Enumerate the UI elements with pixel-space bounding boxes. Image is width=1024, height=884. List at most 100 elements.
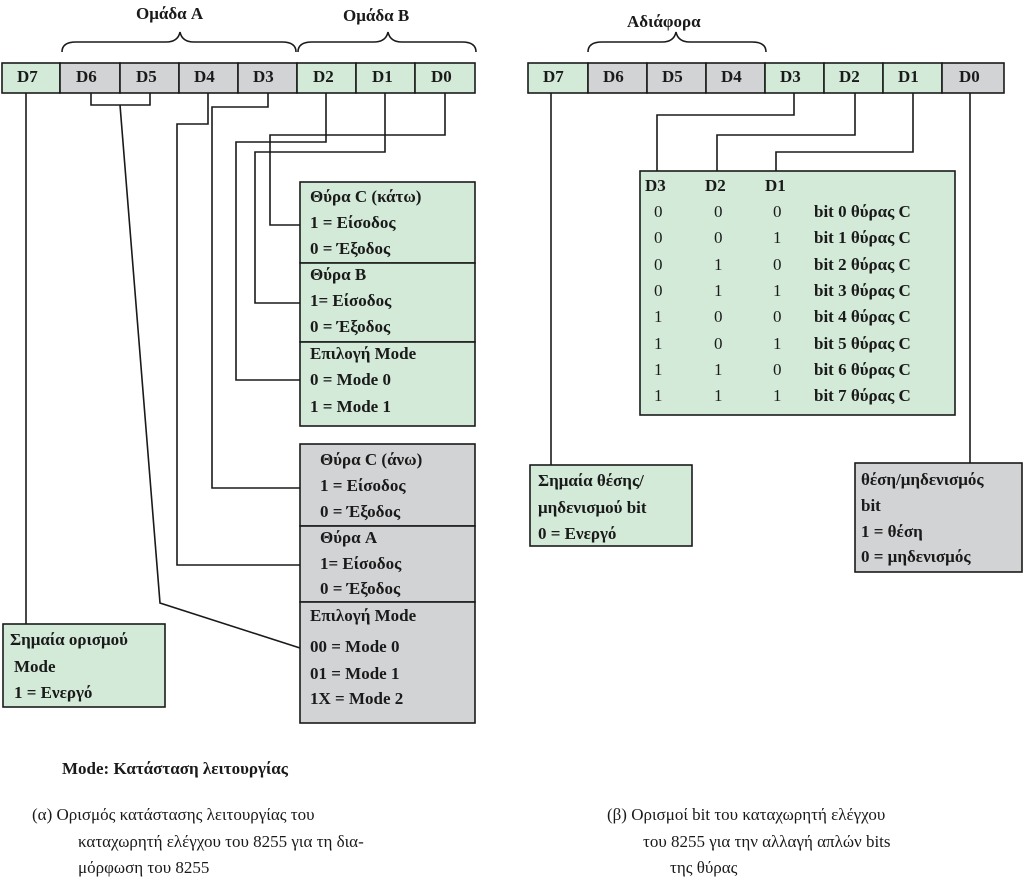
table-cell-description: bit 3 θύρας C bbox=[814, 281, 911, 300]
table-cell-value: 1 bbox=[714, 386, 723, 405]
d2-to-mode-b-line bbox=[235, 93, 327, 381]
d3-to-port-c-upper-line bbox=[211, 93, 300, 489]
right-caption-line3: της θύρας bbox=[670, 858, 738, 877]
left-bit-d6-cell bbox=[59, 62, 121, 94]
right-bit-d1-cell bbox=[882, 62, 943, 94]
left-bit-label: D0 bbox=[431, 67, 452, 86]
port-c-lower-line1: 1 = Είσοδος bbox=[310, 213, 396, 232]
mode-flag-line1: Σημαία ορισμού bbox=[10, 630, 128, 649]
right-bit-d5-cell bbox=[646, 62, 707, 94]
left-caption-line3: μόρφωση του 8255 bbox=[78, 858, 210, 877]
set-reset-flag-line2: μηδενισμού bit bbox=[538, 498, 647, 517]
port-b-line2: 0 = Έξοδος bbox=[310, 317, 391, 336]
port-c-upper-line1: 1 = Είσοδος bbox=[320, 476, 406, 495]
table-header: D2 bbox=[705, 176, 726, 195]
table-cell-description: bit 0 θύρας C bbox=[814, 202, 911, 221]
right-bit-d7-cell bbox=[527, 62, 589, 94]
table-cell-value: 1 bbox=[654, 386, 663, 405]
table-cell-description: bit 7 θύρας C bbox=[814, 386, 911, 405]
port-b-box bbox=[299, 262, 476, 343]
left-caption-line1: (α) Ορισμός κατάστασης λειτουργίας του bbox=[32, 805, 315, 824]
dont-care-label: Αδιάφορα bbox=[627, 12, 701, 31]
table-cell-value: 1 bbox=[773, 228, 782, 247]
port-a-line1: 1= Είσοδος bbox=[320, 554, 402, 573]
right-bit-d2-cell bbox=[823, 62, 884, 94]
table-cell-value: 0 bbox=[654, 202, 663, 221]
mode-select-b-line2: 1 = Mode 1 bbox=[310, 397, 391, 416]
group-a-brace bbox=[61, 31, 297, 53]
bit-set-reset-line3: 1 = θέση bbox=[861, 522, 923, 541]
table-cell-description: bit 4 θύρας C bbox=[814, 307, 911, 326]
port-c-lower-line2: 0 = Έξοδος bbox=[310, 239, 391, 258]
left-bit-label: D4 bbox=[194, 67, 215, 86]
bit-set-reset-line1: θέση/μηδενισμός bbox=[861, 470, 984, 489]
table-cell-value: 0 bbox=[773, 202, 782, 221]
d2-to-table-line bbox=[716, 93, 856, 171]
mode-select-a-line2: 01 = Mode 1 bbox=[310, 664, 400, 683]
right-bit-label: D6 bbox=[603, 67, 624, 86]
table-cell-value: 0 bbox=[714, 334, 723, 353]
right-bit-label: D7 bbox=[543, 67, 564, 86]
port-a-line2: 0 = Έξοδος bbox=[320, 579, 401, 598]
right-bit-label: D5 bbox=[662, 67, 683, 86]
table-cell-value: 0 bbox=[714, 307, 723, 326]
right-caption-line1: (β) Ορισμοί bit του καταχωρητή ελέγχου bbox=[607, 805, 886, 824]
table-cell-value: 1 bbox=[714, 281, 723, 300]
left-bit-label: D7 bbox=[17, 67, 38, 86]
right-bit-d0-cell bbox=[941, 62, 1005, 94]
left-caption-line2: καταχωρητή ελέγχου του 8255 για τη δια- bbox=[78, 832, 364, 851]
port-b-title: Θύρα B bbox=[310, 265, 367, 284]
table-cell-description: bit 2 θύρας C bbox=[814, 255, 911, 274]
table-cell-value: 1 bbox=[773, 281, 782, 300]
mode-note: Mode: Κατάσταση λειτουργίας bbox=[62, 759, 288, 778]
table-cell-value: 1 bbox=[714, 255, 723, 274]
set-reset-flag-line3: 0 = Ενεργό bbox=[538, 524, 617, 543]
left-bit-label: D3 bbox=[253, 67, 274, 86]
right-bit-label: D3 bbox=[780, 67, 801, 86]
mode-select-a-title: Επιλογή Mode bbox=[310, 606, 417, 625]
left-bit-d2-cell bbox=[296, 62, 357, 94]
port-a-title: Θύρα A bbox=[320, 528, 378, 547]
table-cell-value: 1 bbox=[773, 334, 782, 353]
d6-d5-bracket-line bbox=[90, 93, 151, 106]
right-bit-label: D2 bbox=[839, 67, 860, 86]
mode-select-a-line1: 00 = Mode 0 bbox=[310, 637, 400, 656]
table-header: D3 bbox=[645, 176, 666, 195]
d4-to-port-a-line bbox=[176, 93, 300, 566]
left-bit-d7-cell bbox=[1, 62, 61, 94]
table-cell-value: 0 bbox=[773, 360, 782, 379]
left-bit-label: D6 bbox=[76, 67, 97, 86]
right-caption-line2: του 8255 για την αλλαγή απλών bits bbox=[643, 832, 891, 851]
group-a-label: Ομάδα A bbox=[136, 4, 204, 23]
bit-set-reset-line4: 0 = μηδενισμός bbox=[861, 547, 971, 566]
mode-flag-box bbox=[2, 623, 166, 708]
port-c-upper-line2: 0 = Έξοδος bbox=[320, 502, 401, 521]
left-bit-label: D2 bbox=[313, 67, 334, 86]
table-cell-value: 0 bbox=[714, 202, 723, 221]
mode-select-a-box bbox=[299, 601, 476, 724]
port-b-line1: 1= Είσοδος bbox=[310, 291, 392, 310]
right-bit-d4-cell bbox=[705, 62, 766, 94]
left-bit-label: D5 bbox=[136, 67, 157, 86]
port-c-lower-title: Θύρα C (κάτω) bbox=[310, 187, 422, 206]
table-cell-description: bit 1 θύρας C bbox=[814, 228, 911, 247]
table-cell-value: 0 bbox=[654, 281, 663, 300]
mode-select-b-line1: 0 = Mode 0 bbox=[310, 370, 391, 389]
dont-care-brace bbox=[587, 31, 767, 53]
table-cell-description: bit 5 θύρας C bbox=[814, 334, 911, 353]
bit-select-table-box bbox=[639, 170, 956, 416]
bit-set-reset-box bbox=[854, 462, 1023, 573]
table-cell-value: 0 bbox=[773, 307, 782, 326]
table-cell-value: 1 bbox=[773, 386, 782, 405]
table-cell-value: 0 bbox=[654, 255, 663, 274]
set-reset-flag-box bbox=[529, 464, 693, 547]
table-header: D1 bbox=[765, 176, 786, 195]
d1-to-port-b-line bbox=[254, 93, 386, 304]
left-bit-label: D1 bbox=[372, 67, 393, 86]
right-bit-label: D1 bbox=[898, 67, 919, 86]
table-cell-description: bit 6 θύρας C bbox=[814, 360, 911, 379]
table-cell-value: 0 bbox=[654, 228, 663, 247]
bit-set-reset-line2: bit bbox=[861, 496, 881, 515]
right-bit-label: D0 bbox=[959, 67, 980, 86]
